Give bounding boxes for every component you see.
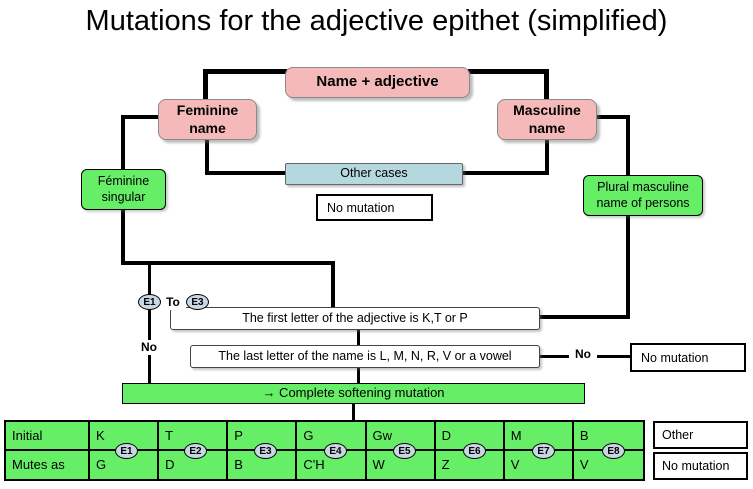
- node-name-adjective: Name + adjective: [285, 67, 470, 98]
- node-feminine-name: Feminine name: [158, 99, 257, 140]
- node-other-cases: Other cases: [285, 163, 463, 185]
- connector-line: [203, 69, 287, 74]
- no-mutation-box-right: No mutation: [630, 343, 746, 372]
- connector-line: [468, 69, 549, 74]
- node-complete-softening: → Complete softening mutation: [122, 383, 585, 404]
- condition-last-letter: The last letter of the name is L, M, N, …: [190, 345, 540, 368]
- badge-e3-top: E3: [186, 294, 209, 310]
- connector-line: [121, 115, 125, 171]
- connector-line: [538, 315, 630, 319]
- badge-e3-table: E3: [254, 443, 277, 459]
- connector-line: [626, 214, 630, 319]
- connector-line: [544, 69, 549, 102]
- connector-line: [121, 115, 160, 119]
- no-mutation-box-bottom: No mutation: [653, 452, 748, 480]
- badge-e8-table: E8: [602, 443, 625, 459]
- badge-e6-table: E6: [463, 443, 486, 459]
- badge-e1-top: E1: [138, 294, 161, 310]
- connector-line: [595, 115, 630, 119]
- connector-line: [121, 261, 335, 265]
- connector-line: [626, 115, 630, 177]
- other-box: Other: [653, 421, 748, 449]
- badge-e1-table: E1: [115, 443, 138, 459]
- connector-line-no-branch: [148, 263, 151, 385]
- node-masculine-name: Masculine name: [497, 99, 597, 140]
- node-plural-masculine: Plural masculine name of persons: [583, 175, 703, 216]
- connector-line: [357, 328, 360, 347]
- connector-line: [331, 261, 335, 309]
- connector-line: [203, 69, 208, 102]
- connector-line: [545, 138, 549, 175]
- badge-e7-table: E7: [532, 443, 555, 459]
- page-title: Mutations for the adjective epithet (sim…: [85, 5, 668, 37]
- table-row-label: Initial: [6, 422, 90, 451]
- no-label-left: No: [135, 340, 163, 355]
- connector-line: [121, 207, 125, 265]
- no-mutation-box-center: No mutation: [316, 194, 433, 221]
- badge-e2-table: E2: [184, 443, 207, 459]
- table-cell-mutates: C'H: [297, 450, 367, 479]
- condition-first-letter: The first letter of the adjective is K,T…: [170, 307, 540, 330]
- node-feminine-singular: Féminine singular: [81, 169, 166, 210]
- table-row-label: Mutes as: [6, 450, 90, 479]
- badge-e4-table: E4: [324, 443, 347, 459]
- connector-line: [461, 171, 549, 175]
- to-label: To: [160, 295, 186, 310]
- badge-e5-table: E5: [393, 443, 416, 459]
- connector-line: [357, 366, 360, 385]
- connector-line: [352, 402, 355, 422]
- connector-line: [205, 171, 287, 175]
- connector-line: [205, 138, 209, 175]
- no-label-right: No: [569, 347, 597, 362]
